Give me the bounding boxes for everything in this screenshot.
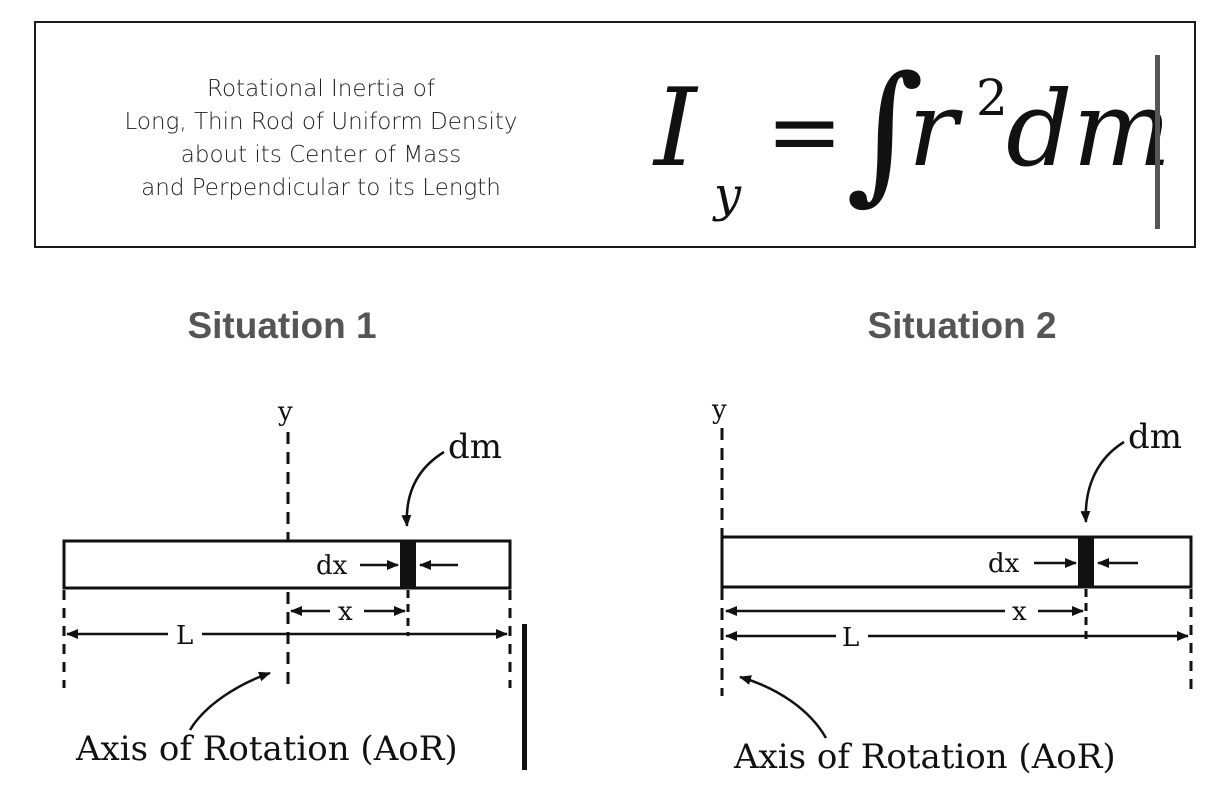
situation-1-axis-caption: Axis of Rotation (AoR) [75,729,458,769]
situation-2-dx-label: dx [988,549,1020,579]
situation-2-x-label: x [1012,597,1027,627]
situation-1-dx-label: dx [316,551,348,581]
situation-1-axis-label: y [277,397,293,427]
situation-2-dm-pointer [1080,440,1125,523]
situation-1-dm-label: dm [448,427,502,467]
description-line-2: Long, Thin Rod of Uniform Density [124,109,518,135]
situation-2-l-label: L [842,623,859,653]
situation-1-mass-element [400,541,416,588]
formula-description: Rotational Inertia of Long, Thin Rod of … [96,73,546,205]
moment-of-inertia-formula: I y = ∫ r 2 dm [652,45,1171,229]
situation-1-x-label: x [338,597,353,627]
situation-1-dm-pointer [401,450,445,527]
formula-subscript-y: y [712,167,742,223]
situation-2-mass-element [1078,537,1094,587]
formula-integral-sign: ∫ [846,45,924,219]
situation-2-title: Situation 2 [867,305,1057,346]
situation-2-axis-label: y [711,395,727,425]
situation-2-axis-pointer [739,675,828,739]
formula-dm: dm [1006,68,1171,190]
situation-1-axis-pointer [188,671,271,731]
description-line-4: and Perpendicular to its Length [141,175,501,201]
formula-cursor-bar [1155,55,1160,229]
situation-1-diagram: y dm dx x L Axis of Rotation (AoR) [62,397,527,770]
situation-1-l-label: L [176,621,193,651]
situation-1-title: Situation 1 [187,305,377,346]
situation-1-cursor-bar [522,624,527,770]
formula-equals: = [766,78,843,185]
formula-exponent: 2 [976,69,1008,127]
situation-2-dm-label: dm [1128,417,1182,457]
header-box: Rotational Inertia of Long, Thin Rod of … [34,21,1196,248]
description-line-3: about its Center of Mass [180,142,462,168]
formula-r: r [908,68,963,190]
situation-2-axis-caption: Axis of Rotation (AoR) [733,737,1116,777]
formula-symbol-i: I [652,66,699,191]
description-line-1: Rotational Inertia of [207,76,435,102]
situation-2-diagram: y dm dx x L Axis of Rotation (AoR) [711,395,1193,777]
